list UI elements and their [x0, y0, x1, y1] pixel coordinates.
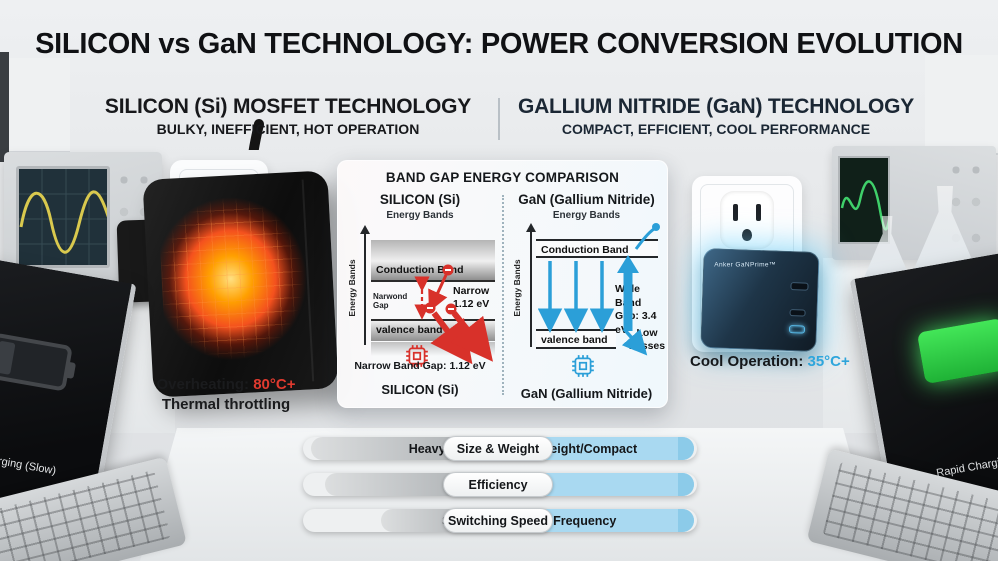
- gan-column-title: GaN (Gallium Nitride): [518, 192, 655, 207]
- band-shading-upper: [371, 240, 495, 261]
- cool-operation-label: Cool Operation: 35°C+: [690, 353, 910, 370]
- silicon-band-column: SILICON (Si) Energy Bands Energy Bands C…: [338, 161, 502, 407]
- gan-conduction-band: Conduction Band: [536, 239, 658, 258]
- sine-wave-trace: [19, 169, 107, 265]
- wall-cabinet-right: [925, 55, 998, 155]
- header-divider: [498, 98, 500, 140]
- outlet-slot-left: [733, 204, 738, 221]
- gan-charger: Anker GaNPrime™: [700, 248, 820, 352]
- gan-header-title: GALLIUM NITRIDE (GaN) TECHNOLOGY: [517, 95, 915, 118]
- comparison-row-efficiency: ~85% ~95%+ Efficiency: [303, 472, 697, 497]
- outlet-socket-us: [720, 191, 774, 249]
- silicon-column-title: SILICON (Si): [379, 192, 461, 207]
- row-category: Size & Weight: [442, 436, 554, 461]
- cool-chip-icon: [572, 355, 594, 377]
- gan-footer: GaN (Gallium Nitride): [520, 386, 653, 401]
- silicon-footer: SILICON (Si): [381, 382, 459, 397]
- gan-axis-label: Energy Bands: [512, 259, 522, 317]
- usbc-port-mid: [789, 309, 806, 317]
- silicon-conduction-band: Conduction Band: [371, 261, 495, 282]
- gan-energy-axis: [526, 223, 536, 347]
- silicon-column-subtitle: Energy Bands: [386, 210, 454, 221]
- battery-icon-charged: [916, 317, 998, 385]
- overheating-text: Overheating:: [156, 376, 254, 393]
- page-title: SILICON vs GaN TECHNOLOGY: POWER CONVERS…: [35, 28, 963, 60]
- gan-header: GALLIUM NITRIDE (GaN) TECHNOLOGY COMPACT…: [512, 95, 920, 137]
- outlet-slot-right: [756, 204, 761, 221]
- bandgap-panel: BAND GAP ENERGY COMPARISON SILICON (Si) …: [337, 160, 668, 408]
- overheating-value: 80°C+: [253, 376, 296, 393]
- silicon-header-subtitle: BULKY, INEFFICIENT, HOT OPERATION: [156, 121, 420, 137]
- cool-operation-value: 35°C+: [807, 353, 850, 370]
- row-category: Switching Speed: [442, 508, 554, 533]
- bandgap-panel-title: BAND GAP ENERGY COMPARISON: [385, 170, 620, 185]
- comparison-table: Heavy/Large Lightweight/Compact Size & W…: [303, 436, 697, 545]
- usbc-port-top: [790, 282, 809, 291]
- overheat-glow: [157, 185, 324, 383]
- silicon-energy-axis: [360, 225, 370, 345]
- gan-band-column: GaN (Gallium Nitride) Energy Bands Energ…: [504, 161, 669, 407]
- row-category: Efficiency: [442, 472, 554, 497]
- panel-divider: [502, 195, 504, 395]
- charger-brand-label: Anker GaNPrime™: [714, 261, 776, 269]
- gan-column-subtitle: Energy Bands: [552, 210, 621, 221]
- silicon-charger: [142, 170, 339, 398]
- silicon-header: SILICON (Si) MOSFET TECHNOLOGY BULKY, IN…: [84, 95, 492, 137]
- overheating-label: Overheating: 80°C+ Thermal throttling: [120, 375, 332, 416]
- window-frame: [0, 52, 9, 162]
- silicon-axis-label: Energy Bands: [347, 259, 357, 317]
- comparison-row-speed: Slower Higher Frequency Switching Speed: [303, 508, 697, 533]
- cool-operation-text: Cool Operation:: [690, 353, 808, 370]
- gan-flow-arrows: [537, 223, 660, 356]
- electron-fall-arrows: [414, 264, 493, 365]
- wall-cabinet-left: [0, 58, 70, 153]
- gan-valence-band: valence band: [536, 329, 616, 349]
- usba-port: [788, 325, 806, 334]
- silicon-gap-value: Narrow 1.12 eV: [453, 285, 490, 311]
- silicon-header-title: SILICON (Si) MOSFET TECHNOLOGY: [104, 95, 472, 118]
- battery-icon-low: [0, 332, 73, 392]
- hot-chip-icon: [406, 345, 428, 367]
- comparison-row-size: Heavy/Large Lightweight/Compact Size & W…: [303, 436, 697, 461]
- oscilloscope-screen: [16, 166, 110, 268]
- thermal-throttling-text: Thermal throttling: [161, 396, 291, 414]
- gan-header-subtitle: COMPACT, EFFICIENT, COOL PERFORMANCE: [561, 121, 871, 137]
- outlet-ground-hole: [742, 229, 752, 241]
- silicon-gap-label: Narwond Gap: [373, 292, 408, 310]
- electron-icons: [424, 264, 457, 315]
- silicon-caption: Narrow Band Gap: 1.12 eV: [354, 360, 486, 372]
